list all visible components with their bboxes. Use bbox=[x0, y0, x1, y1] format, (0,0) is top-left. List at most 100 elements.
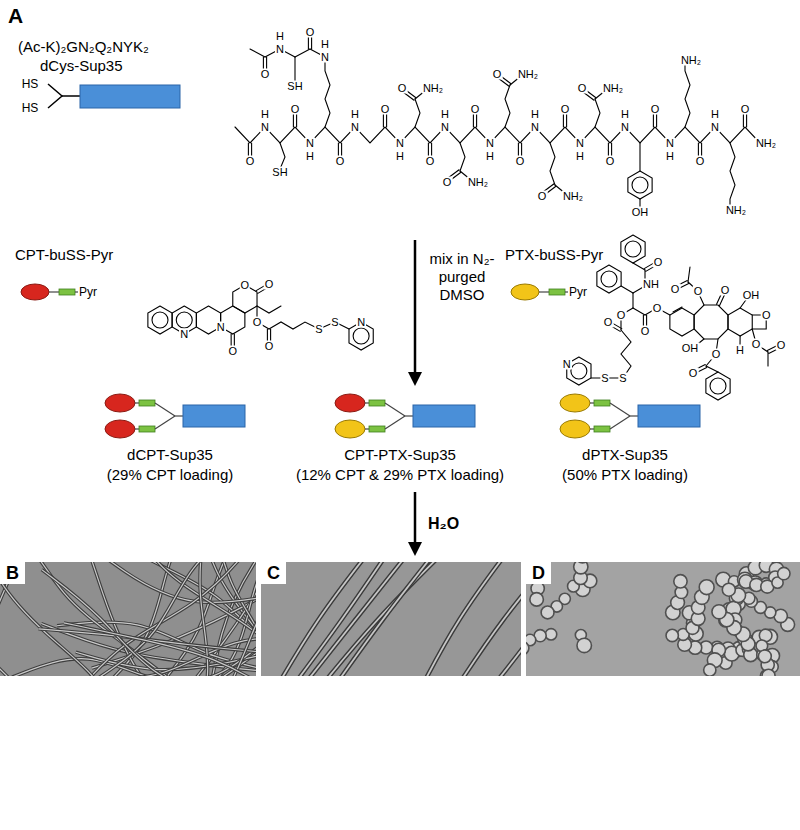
reaction-condition: mix in N₂-purged DMSO bbox=[425, 250, 499, 304]
atom-label: NH bbox=[642, 279, 660, 290]
fibril bbox=[0, 562, 133, 676]
linker-line bbox=[135, 402, 139, 403]
tem-background bbox=[526, 562, 800, 676]
linker-line bbox=[610, 416, 630, 429]
aromatic-circle bbox=[176, 312, 192, 328]
atom-label: O bbox=[515, 156, 526, 167]
icon-label: Pyr bbox=[79, 285, 97, 299]
atom-label: S bbox=[600, 373, 609, 384]
atom-label: O bbox=[616, 310, 627, 321]
atom-label: O bbox=[640, 326, 651, 337]
fibril bbox=[42, 570, 256, 676]
icon-graphic bbox=[530, 392, 720, 440]
atom-label: OH bbox=[742, 290, 761, 301]
atom-label: O bbox=[688, 368, 699, 379]
atom-label: O bbox=[605, 156, 616, 167]
ring bbox=[628, 171, 652, 199]
reaction-condition: H₂O bbox=[428, 515, 459, 533]
aggregate bbox=[674, 575, 687, 588]
icon-graphic bbox=[75, 392, 265, 440]
bond bbox=[730, 143, 735, 205]
atom-label: NH₂ bbox=[755, 138, 777, 149]
loading-note: (29% CPT loading) bbox=[107, 466, 233, 483]
aggregate bbox=[530, 593, 544, 607]
bond bbox=[460, 143, 465, 171]
atom-label: O bbox=[577, 83, 588, 94]
atom-label: S bbox=[618, 373, 627, 384]
aromatic-circle bbox=[601, 271, 617, 287]
drug-ellipse bbox=[560, 420, 590, 438]
icon-label: dCys-Sup35 bbox=[40, 57, 123, 74]
atom-label: N bbox=[179, 329, 189, 340]
ring bbox=[621, 235, 645, 263]
atom-label: O bbox=[652, 303, 663, 314]
bond bbox=[685, 65, 690, 127]
reaction-arrow bbox=[408, 492, 422, 556]
linker-line bbox=[49, 291, 59, 292]
atom-label: H bbox=[440, 109, 450, 120]
linker-block bbox=[594, 426, 610, 432]
atom-label: H bbox=[260, 109, 270, 120]
atom-label: O bbox=[720, 285, 731, 296]
drug-ellipse bbox=[21, 284, 49, 300]
fibril bbox=[199, 562, 208, 676]
atom-label: O bbox=[260, 69, 271, 80]
arrow-head bbox=[408, 542, 422, 556]
atom-label: H bbox=[275, 31, 285, 42]
bond bbox=[673, 307, 682, 312]
compound-name: PTX-buSS-Pyr bbox=[505, 246, 603, 263]
compound-name: dPTX-Sup35 bbox=[582, 446, 668, 463]
tem-image bbox=[261, 562, 521, 676]
atom-label: O bbox=[290, 104, 301, 115]
atom-label: O bbox=[470, 104, 481, 115]
fibril bbox=[455, 562, 521, 676]
drug-ellipse bbox=[335, 394, 365, 412]
fibril bbox=[38, 629, 256, 658]
tem-background bbox=[261, 562, 521, 676]
fibril bbox=[64, 623, 256, 676]
arrow-shaft bbox=[414, 240, 417, 372]
linker-block bbox=[594, 400, 610, 406]
atom-label: O bbox=[492, 69, 503, 80]
loading-note: (50% PTX loading) bbox=[562, 466, 688, 483]
panel-letter: A bbox=[8, 4, 23, 28]
atom-label: N bbox=[350, 122, 360, 133]
aggregate bbox=[526, 642, 529, 655]
atom-label: O bbox=[397, 83, 408, 94]
compound-name: dCPT-Sup35 bbox=[127, 446, 213, 463]
bond bbox=[295, 49, 310, 57]
ring bbox=[148, 306, 172, 334]
drug-ellipse bbox=[511, 284, 539, 300]
atom-label: H bbox=[735, 345, 745, 356]
atom-label: O bbox=[227, 346, 238, 357]
atom-label: NH₂ bbox=[467, 177, 489, 188]
fibril bbox=[420, 562, 510, 676]
atom-label: H bbox=[485, 151, 495, 162]
atom-label: SH bbox=[271, 167, 288, 178]
bond bbox=[269, 322, 319, 329]
ring bbox=[706, 372, 730, 400]
aromatic-circle bbox=[571, 363, 587, 379]
aggregate bbox=[758, 650, 771, 663]
fibril bbox=[64, 623, 256, 676]
atom-label: N bbox=[395, 138, 405, 149]
bond bbox=[639, 143, 640, 171]
conjugate-icon: dCPT-Sup35 (29% CPT loading) bbox=[75, 392, 265, 486]
atom-label: O bbox=[751, 339, 762, 350]
atom-label: H bbox=[530, 109, 540, 120]
atom-label: O bbox=[693, 286, 704, 297]
thiol-label: HS bbox=[21, 102, 40, 114]
peptide-icon: (Ac-K)₂GN₂Q₂NYK₂dCys-Sup35 bbox=[15, 36, 195, 116]
linker-line bbox=[365, 428, 369, 429]
fibril bbox=[455, 562, 521, 676]
bond bbox=[633, 308, 645, 315]
fibril bbox=[0, 562, 180, 676]
bond bbox=[415, 99, 420, 127]
atom-label: O bbox=[650, 104, 661, 115]
drug-ellipse bbox=[105, 420, 135, 438]
bond bbox=[280, 143, 285, 169]
atom-label: OH bbox=[631, 207, 650, 218]
atom-label: O bbox=[245, 156, 256, 167]
aromatic-circle bbox=[710, 378, 726, 394]
panel-letter: B bbox=[0, 562, 25, 584]
